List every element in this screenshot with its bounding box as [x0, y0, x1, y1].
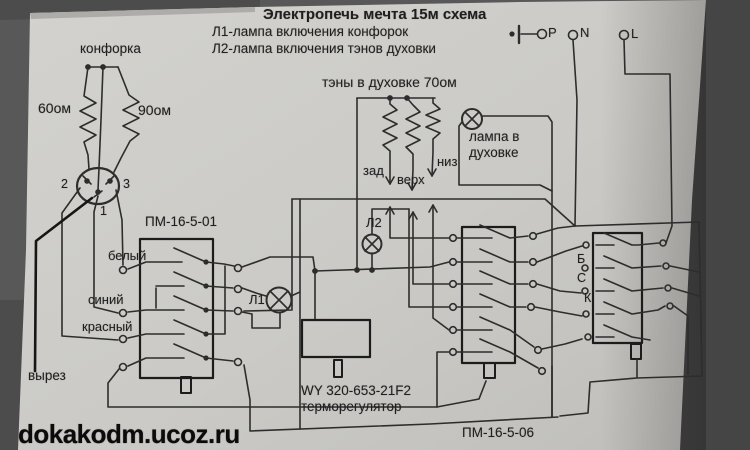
oven-lamp-label-line1: лампа в [469, 129, 520, 144]
lamp-l1-label: Л1 [249, 292, 265, 307]
resistor-90-label: 90ом [138, 102, 171, 118]
cutout-lead [33, 196, 94, 373]
heater-bottom-label: низ [437, 154, 458, 169]
lamp-l2-label: Л2 [366, 215, 382, 230]
oven-lamp-icon [458, 108, 553, 418]
mid-wiring [241, 198, 576, 430]
burner-label: конфорка [80, 41, 141, 56]
terminal-s-label: С [577, 271, 587, 285]
terminal-l-label: L [631, 26, 639, 41]
legend-l2: Л2-лампа включения тэнов духовки [212, 41, 436, 56]
lamp-icon-l2 [361, 208, 450, 308]
switch-block-pm06 [436, 224, 583, 408]
block-pm01-label: ПМ-16-5-01 [145, 214, 217, 229]
heater-back-label: зад [363, 163, 384, 178]
right-switch-block [559, 221, 703, 417]
power-terminals [509, 24, 673, 244]
terminal-p-label: P [548, 25, 557, 40]
resistor-60-label: 60ом [38, 100, 71, 116]
oven-heaters [356, 95, 450, 331]
pin-2-label: 2 [61, 177, 68, 191]
terminal-b-label: Б [577, 252, 586, 266]
wire-white-label: белый [108, 248, 147, 263]
pin-3-label: 3 [123, 177, 130, 191]
bottom-buses [107, 364, 559, 432]
thermostat-model-label: WY 320-653-21F2 [301, 383, 412, 398]
terminal-k-label: К [584, 291, 592, 305]
block-pm06-label: ПМ-16-5-06 [462, 425, 534, 440]
legend-l1: Л1-лампа включения конфорок [212, 24, 409, 39]
cutout-label: вырез [28, 368, 66, 383]
oven-lamp-label-line2: духовке [469, 145, 519, 160]
burner-circuit [61, 64, 140, 341]
wire-red-label: красный [82, 319, 133, 334]
oven-heaters-label: тэны в духовке 70ом [322, 74, 457, 90]
switch-block-pm01 [118, 237, 243, 394]
heater-top-label: верх [397, 172, 425, 187]
wire-blue-label: синий [88, 292, 124, 307]
thermostat-block [300, 318, 372, 378]
pin-1-label: 1 [100, 204, 107, 218]
thermostat-name-label: терморегулятор [301, 399, 402, 414]
watermark-url: dokakodm.ucoz.ru [18, 419, 240, 449]
terminal-n-label: N [580, 25, 590, 40]
diagram-title: Электропечь мечта 15м схема [263, 6, 487, 23]
